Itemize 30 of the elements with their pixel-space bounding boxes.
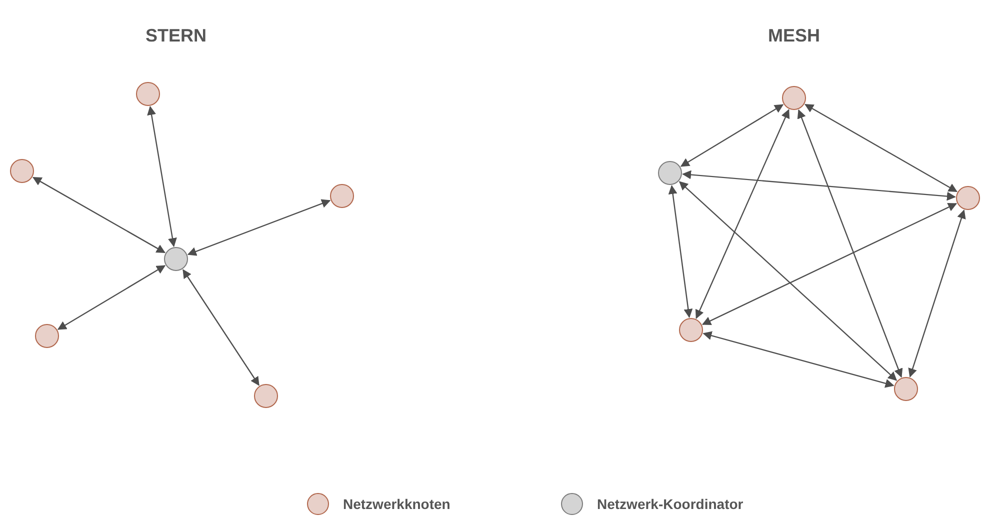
- network-node: [956, 186, 980, 210]
- double-arrow: [797, 109, 903, 378]
- network-node: [10, 159, 34, 183]
- network-node: [254, 384, 278, 408]
- double-arrow: [147, 106, 177, 248]
- legend-text: Netzwerkknoten: [343, 494, 450, 514]
- section-heading: STERN: [146, 24, 206, 48]
- double-arrow: [682, 170, 956, 201]
- double-arrow: [182, 269, 260, 386]
- double-arrow: [804, 104, 958, 192]
- coordinator-node: [658, 161, 682, 185]
- double-arrow: [678, 181, 898, 381]
- network-node: [330, 184, 354, 208]
- network-node: [136, 82, 160, 106]
- double-arrow: [702, 203, 958, 325]
- section-heading: MESH: [768, 24, 820, 48]
- legend-text: Netzwerk-Koordinator: [597, 494, 744, 514]
- double-arrow: [57, 265, 166, 330]
- double-arrow: [695, 109, 790, 319]
- coordinator-node: [164, 247, 188, 271]
- double-arrow: [702, 331, 894, 388]
- double-arrow: [668, 185, 693, 318]
- network-node: [782, 86, 806, 110]
- network-node: [35, 324, 59, 348]
- double-arrow: [32, 176, 166, 254]
- network-node: [894, 377, 918, 401]
- double-arrow: [187, 199, 331, 256]
- double-arrow: [908, 210, 966, 378]
- double-arrow: [680, 104, 784, 167]
- network-node: [679, 318, 703, 342]
